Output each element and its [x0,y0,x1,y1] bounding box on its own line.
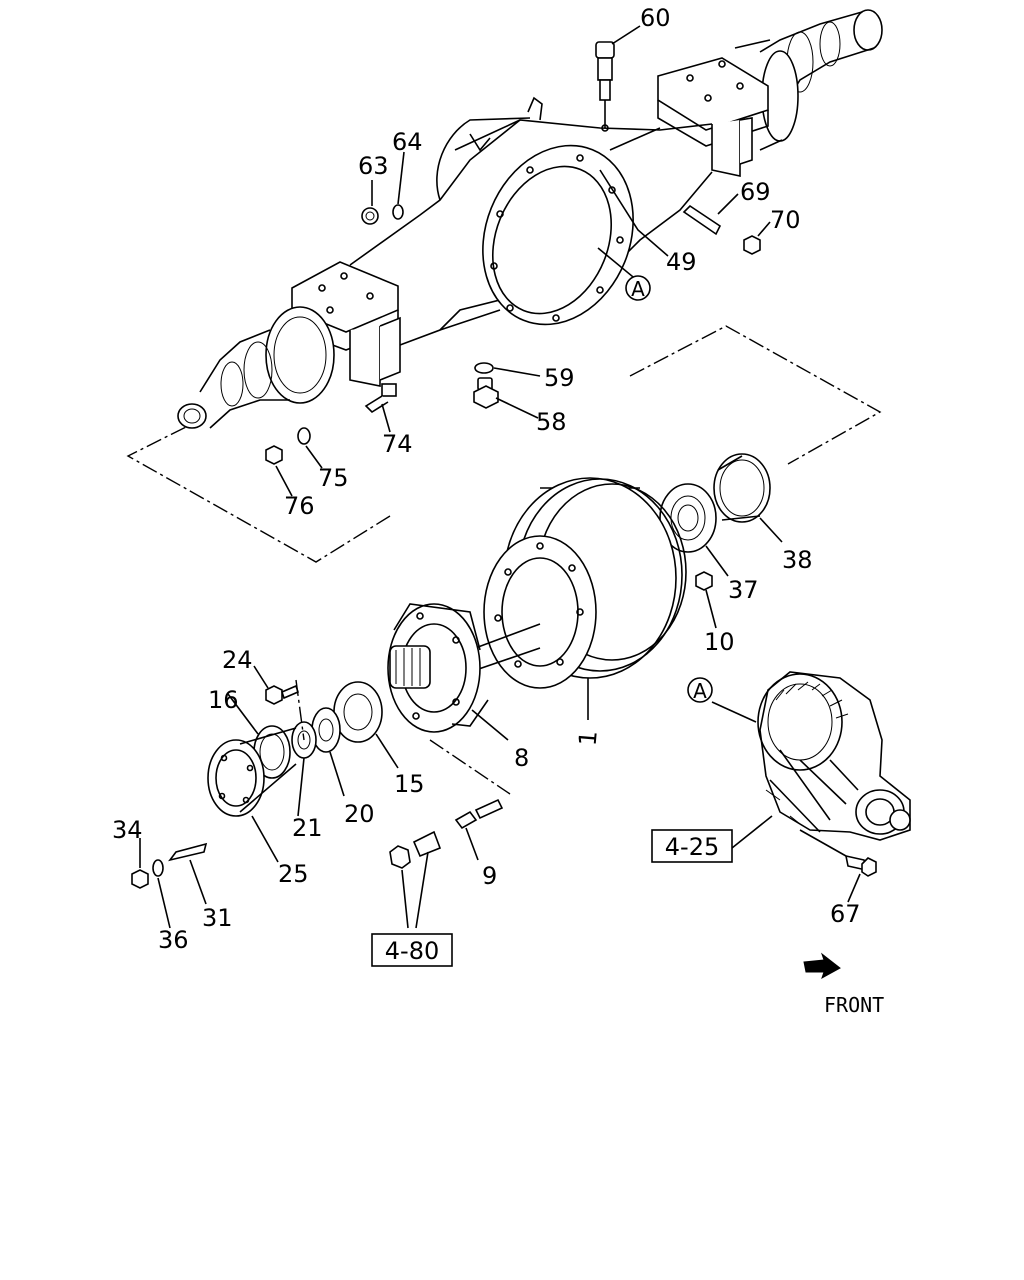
callout-58: 58 [536,408,567,436]
callout-76: 76 [284,492,315,520]
circle-ref-housing-label: A [631,277,645,301]
callout-8: 8 [514,744,529,772]
hub-bolt-nut [389,830,442,869]
callout-63: 63 [358,152,389,180]
callout-34: 34 [112,816,143,844]
callout-24: 24 [222,646,253,674]
callout-15: 15 [394,770,425,798]
bolt-24 [265,684,299,705]
breather-plug-60 [595,41,615,128]
front-arrow-icon [803,952,841,980]
oil-seal-38 [713,453,771,523]
washer-75 [297,427,311,445]
front-label: FRONT [824,993,884,1017]
washer-36 [152,859,164,877]
ref-box-differential[interactable]: 4-25 [651,829,733,863]
callout-numbers: 60 64 63 69 70 49 59 58 74 75 76 38 37 1… [112,4,861,954]
callout-70: 70 [770,206,801,234]
washer-64 [392,204,404,220]
callout-10: 10 [704,628,735,656]
differential-carrier [757,671,911,841]
callout-9: 9 [482,862,497,890]
callout-69: 69 [740,178,771,206]
assembly-outline-lines [126,325,882,795]
ref-box-hub-bolts[interactable]: 4-80 [371,933,453,967]
callout-25: 25 [278,860,309,888]
stud-31 [168,842,208,862]
housing-body [349,96,713,346]
callout-75: 75 [318,464,349,492]
left-spindle [177,306,335,429]
callout-1: 1 [574,729,603,747]
bolt-74 [364,383,397,414]
callout-36: 36 [158,926,189,954]
circle-ref-differential: A [687,677,713,703]
right-spindle [734,9,883,151]
hub-bolt-9 [454,798,504,830]
bearing-15 [333,681,383,743]
drain-plug-58 [473,377,499,409]
callout-60: 60 [640,4,671,32]
ref-box-differential-label: 4-25 [665,833,719,861]
circle-ref-housing: A [625,275,651,301]
callout-31: 31 [202,904,233,932]
nut-70 [743,235,761,255]
bolt-67 [844,854,877,877]
brake-drum-hub [131,453,771,889]
housing-fasteners [265,41,761,465]
callout-74: 74 [382,430,413,458]
hub-cap-25 [207,727,297,817]
nut-10 [695,571,713,591]
callout-38: 38 [782,546,813,574]
callout-37: 37 [728,576,759,604]
washer-59 [474,362,494,374]
callout-64: 64 [392,128,423,156]
callout-49: 49 [666,248,697,276]
lock-washer-20 [311,707,341,753]
circle-ref-differential-label: A [693,679,707,703]
axle-housing [177,9,883,429]
callout-20: 20 [344,800,375,828]
callout-21: 21 [292,814,323,842]
stud-69 [682,204,722,236]
front-indicator: FRONT [803,952,884,1017]
nut-63 [361,207,379,225]
ref-box-hub-bolts-label: 4-80 [385,937,439,965]
callout-67: 67 [830,900,861,928]
hub-drum-1 [469,477,687,689]
wheel-hub-8 [387,603,489,733]
nut-76 [265,445,283,465]
leader-lines [139,25,861,929]
callout-16: 16 [208,686,239,714]
callout-59: 59 [544,364,575,392]
right-spring-seat [657,57,769,177]
nut-34 [131,869,149,889]
